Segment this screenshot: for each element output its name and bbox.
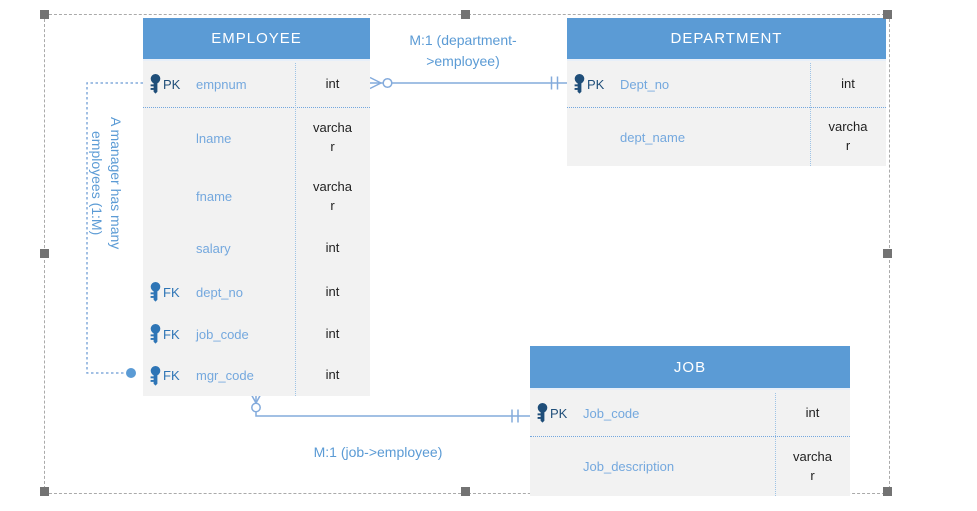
table-row[interactable]: FK job_code int: [143, 313, 370, 355]
relationship-label-department-employee[interactable]: M:1 (department->employee): [409, 32, 517, 69]
field-name: Dept_no: [620, 76, 670, 92]
relationship-label-job-employee[interactable]: M:1 (job->employee): [313, 444, 443, 460]
field-name: lname: [196, 130, 232, 146]
field-name: Job_description: [583, 459, 675, 474]
table-row[interactable]: dept_name varchar: [567, 108, 886, 166]
key-label: PK: [587, 76, 605, 92]
key-label: PK: [163, 76, 181, 92]
field-type: int: [805, 404, 820, 420]
primary-key-icon: [574, 74, 585, 94]
field-name: fname: [196, 189, 233, 204]
table-title: JOB: [530, 346, 850, 390]
selection-handle-e[interactable]: [883, 249, 892, 258]
field-type: varchar: [792, 448, 833, 483]
key-label: PK: [550, 405, 568, 421]
connector-department-employee[interactable]: [369, 76, 567, 90]
field-name: dept_name: [620, 129, 686, 145]
table-row[interactable]: lname varchar: [143, 108, 370, 168]
primary-key-icon: [537, 403, 548, 423]
field-type: int: [325, 325, 340, 341]
type-column-divider: [775, 393, 776, 496]
table-row[interactable]: PK Job_code int: [530, 390, 850, 437]
selection-handle-ne[interactable]: [883, 10, 892, 19]
field-type: int: [325, 239, 340, 255]
field-name: empnum: [196, 76, 247, 92]
entity-table-employee[interactable]: EMPLOYEE PK empnum int lname varchar fna…: [143, 18, 370, 396]
table-body: PK empnum int lname varchar fname varcha…: [143, 61, 370, 396]
field-name: job_code: [196, 326, 249, 342]
type-column-divider: [295, 63, 296, 396]
key-label: FK: [163, 326, 180, 342]
table-row[interactable]: FK mgr_code int: [143, 355, 370, 396]
table-body: PK Job_code int Job_description varchar: [530, 390, 850, 496]
table-body: PK Dept_no int dept_name varchar: [567, 61, 886, 166]
connector-line: [86, 82, 143, 374]
table-row[interactable]: salary int: [143, 225, 370, 271]
key-badge: FK: [149, 324, 180, 344]
one-tick-icon: [550, 76, 559, 90]
field-type: varchar: [312, 178, 353, 213]
table-row[interactable]: FK dept_no int: [143, 271, 370, 313]
key-badge: PK: [536, 403, 567, 423]
key-label: FK: [163, 284, 180, 300]
table-row[interactable]: PK empnum int: [143, 61, 370, 108]
field-type: varchar: [312, 120, 353, 154]
selection-handle-sw[interactable]: [40, 487, 49, 496]
connector-manager-self-reference[interactable]: [86, 82, 143, 378]
foreign-key-icon: [150, 324, 161, 344]
selection-handle-n[interactable]: [461, 10, 470, 19]
selection-handle-se[interactable]: [883, 487, 892, 496]
field-type: int: [325, 75, 340, 91]
table-row[interactable]: Job_description varchar: [530, 437, 850, 496]
table-row[interactable]: fname varchar: [143, 168, 370, 225]
field-name: dept_no: [196, 284, 243, 300]
relationship-label-manager-self[interactable]: A manager has many employees (1:M): [89, 116, 124, 250]
endpoint-dot-icon: [126, 368, 136, 378]
entity-table-job[interactable]: JOB PK Job_code int Job_description varc…: [530, 346, 850, 496]
primary-key-icon: [150, 74, 161, 94]
field-type: int: [841, 75, 855, 91]
table-title: DEPARTMENT: [567, 18, 886, 61]
foreign-key-icon: [150, 365, 161, 386]
field-name: Job_code: [583, 405, 640, 421]
one-tick-icon: [511, 409, 519, 423]
field-type: varchar: [828, 119, 868, 153]
selection-handle-s[interactable]: [461, 487, 470, 496]
key-badge: PK: [573, 74, 604, 94]
field-type: int: [325, 283, 340, 299]
key-badge: FK: [149, 365, 180, 386]
optional-circle-icon: [251, 402, 261, 413]
field-name: mgr_code: [196, 368, 254, 383]
key-badge: PK: [149, 74, 180, 94]
type-column-divider: [810, 63, 811, 166]
connector-line: [255, 393, 530, 417]
optional-circle-icon: [382, 77, 393, 89]
field-type: int: [325, 367, 340, 383]
field-name: salary: [196, 240, 231, 256]
many-crow-foot-icon: [369, 76, 382, 90]
table-title: EMPLOYEE: [143, 18, 370, 61]
entity-table-department[interactable]: DEPARTMENT PK Dept_no int dept_name varc…: [567, 18, 886, 166]
selection-handle-w[interactable]: [40, 249, 49, 258]
table-row[interactable]: PK Dept_no int: [567, 61, 886, 108]
key-label: FK: [163, 368, 180, 383]
key-badge: FK: [149, 282, 180, 302]
foreign-key-icon: [150, 282, 161, 302]
selection-handle-nw[interactable]: [40, 10, 49, 19]
connector-job-employee[interactable]: [249, 392, 531, 423]
